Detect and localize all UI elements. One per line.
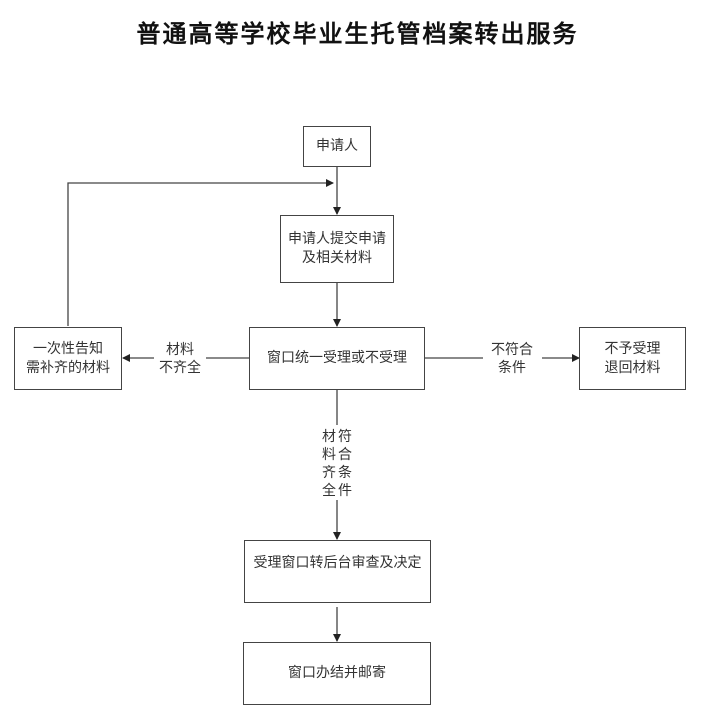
node-finish: 窗口办结并邮寄: [243, 642, 431, 705]
node-reject: 不予受理 退回材料: [579, 327, 686, 390]
node-reject-line1: 不予受理: [604, 340, 661, 357]
edge-char: 齐: [322, 465, 336, 481]
edge-label-incomplete: 材料 不齐全: [156, 341, 204, 377]
node-applicant-label: 申请人: [316, 138, 358, 154]
edge-label-incomplete-line1: 材料: [166, 342, 194, 358]
node-notify-line2: 需补齐的材料: [26, 359, 110, 376]
node-review-label: 受理窗口转后台审查及决定: [253, 555, 422, 571]
edge-char: 全: [322, 483, 336, 499]
node-notify: 一次性告知 需补齐的材料: [14, 327, 122, 390]
edge-label-complete-col2: 符 合 条 件: [337, 428, 353, 500]
edge-char: 料: [322, 447, 336, 463]
node-submit-line2: 及相关材料: [302, 250, 372, 266]
edge-char: 合: [338, 447, 352, 463]
edge-label-not-qualified-line2: 条件: [498, 360, 526, 376]
edge-label-not-qualified-line1: 不符合: [491, 342, 533, 358]
node-applicant: 申请人: [303, 126, 371, 167]
node-finish-label: 窗口办结并邮寄: [288, 665, 386, 681]
edge-char: 符: [338, 429, 352, 445]
edge-label-complete: 材 料 齐 全 符 合 条 件: [321, 428, 353, 500]
node-notify-line1: 一次性告知: [33, 340, 103, 357]
edge-char: 材: [322, 429, 336, 445]
node-review: 受理窗口转后台审查及决定: [244, 540, 431, 603]
node-reject-line2: 退回材料: [604, 359, 661, 376]
node-submit: 申请人提交申请 及相关材料: [280, 215, 394, 283]
arrow-notify-loop-back: [67, 179, 334, 326]
edge-label-not-qualified: 不符合 条件: [484, 341, 540, 377]
edge-char: 件: [338, 483, 352, 499]
edge-label-incomplete-line2: 不齐全: [159, 360, 201, 376]
edge-label-complete-col1: 材 料 齐 全: [321, 428, 337, 500]
node-submit-line1: 申请人提交申请: [288, 231, 386, 247]
page-title: 普通高等学校毕业生托管档案转出服务: [136, 19, 579, 48]
node-window-label: 窗口统一受理或不受理: [267, 350, 407, 366]
node-window: 窗口统一受理或不受理: [249, 327, 425, 390]
edge-char: 条: [338, 465, 352, 481]
